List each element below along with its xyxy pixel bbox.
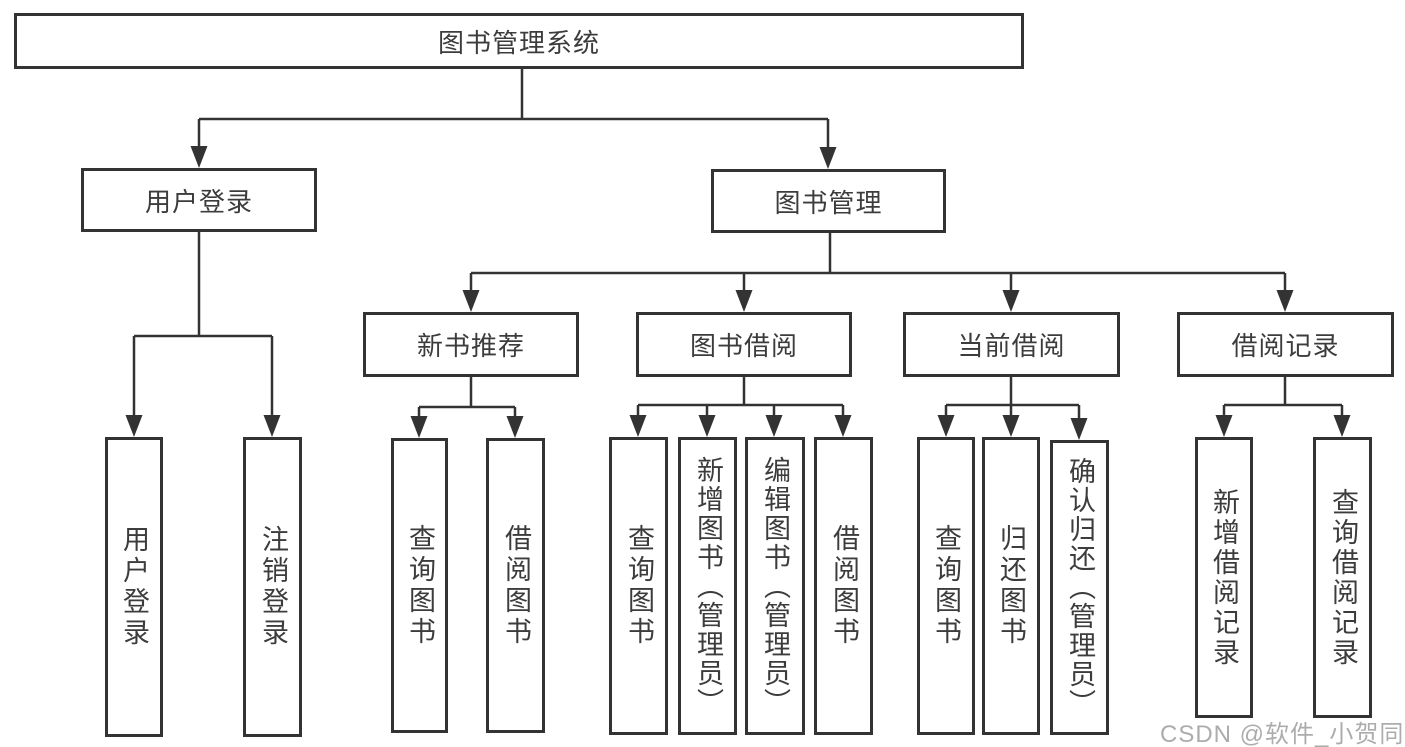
node-current-borrowing: 当前借阅 [903,312,1120,377]
leaf-add-borrow-record: 新增借阅记录 [1195,437,1253,718]
arrowheads [125,146,1351,440]
leaf-logout-login: 注销登录 [243,437,302,737]
leaf-edit-books-admin: 编辑图书（管理员） [745,437,805,735]
node-new-book-recommend: 新书推荐 [363,312,579,377]
leaf-query-books-1: 查询图书 [391,438,448,733]
connector-shafts [132,68,1344,422]
watermark: CSDN @软件_小贺同学 [1160,721,1405,747]
leaf-borrow-books-2: 借阅图书 [814,437,873,735]
leaf-query-books-3: 查询图书 [917,437,975,735]
node-book-borrowing: 图书借阅 [636,312,852,377]
leaf-query-books-2: 查询图书 [609,437,668,735]
node-book-management: 图书管理 [711,169,946,233]
leaf-borrow-books-1: 借阅图书 [486,438,545,733]
leaf-user-login: 用户登录 [105,437,163,737]
node-borrowing-records: 借阅记录 [1177,312,1394,377]
node-library-system: 图书管理系统 [14,13,1024,69]
leaf-return-books: 归还图书 [982,437,1040,735]
leaf-query-borrow-record: 查询借阅记录 [1313,437,1372,718]
leaf-add-books-admin: 新增图书（管理员） [678,437,737,735]
leaf-confirm-return-admin: 确认归还（管理员） [1050,440,1109,735]
node-user-login: 用户登录 [81,168,317,232]
